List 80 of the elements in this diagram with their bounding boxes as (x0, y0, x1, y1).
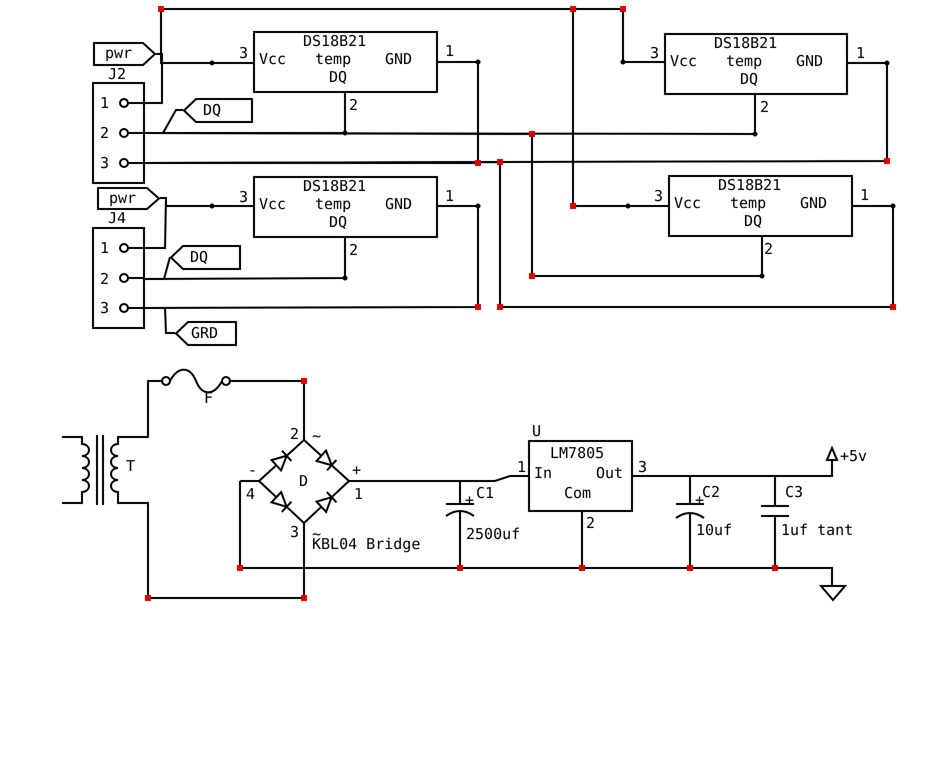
reference-designator: C2 (702, 484, 720, 501)
pin-mark: - (248, 462, 258, 479)
pin-number: 3 (100, 300, 110, 317)
pin-number: 1 (100, 95, 110, 112)
component-value: 2500uf (466, 526, 520, 543)
pin-name: DQ (740, 71, 758, 88)
component-value: 1uf tant (781, 522, 854, 539)
wire (774, 468, 833, 490)
net-label: DQ (190, 249, 208, 266)
pin-name: GND (796, 53, 824, 70)
pin-name: GND (385, 196, 412, 213)
net-label: GRD (191, 325, 218, 342)
part-number: DS18B21 (714, 35, 778, 52)
pin-number: 2 (349, 242, 358, 259)
pin-name: Com (564, 485, 592, 502)
pin-number: 3 (290, 524, 300, 541)
pin-number: 1 (860, 187, 870, 204)
wire (156, 8, 668, 207)
pin-name: GND (385, 51, 412, 68)
wire (145, 197, 168, 249)
pin-number: 4 (246, 486, 256, 503)
reference-designator: U (532, 423, 542, 440)
wire (233, 380, 305, 428)
reference-designator: C3 (785, 484, 804, 501)
reference-designator: D (299, 473, 308, 490)
wire (420, 480, 461, 484)
pin-name: DQ (744, 213, 762, 230)
pin-number: 1 (517, 459, 526, 476)
pin-name: DQ (329, 69, 348, 86)
net-label: pwr (105, 45, 132, 62)
pin-number: 2 (586, 515, 596, 532)
wire (147, 510, 305, 599)
pin-number: 3 (654, 188, 664, 205)
pin-name: Vcc (670, 53, 698, 70)
reference-designator: J4 (108, 210, 126, 227)
pin-number: 3 (239, 45, 248, 62)
reference-designator: T (126, 458, 136, 475)
part-number: LM7805 (550, 445, 604, 462)
pin-number: 2 (349, 97, 358, 114)
pin-number: 1 (354, 486, 364, 503)
pin-number: 3 (638, 459, 648, 476)
wire (145, 238, 346, 280)
pin-number: 1 (445, 43, 454, 60)
wire (459, 475, 528, 484)
pin-mark: + (352, 462, 362, 479)
pin-number: 1 (100, 240, 110, 257)
pin-number: 1 (445, 188, 454, 205)
part-number: DS18B21 (303, 33, 366, 50)
pin-number: 3 (239, 189, 248, 206)
net-label: pwr (109, 190, 136, 207)
pin-number: 3 (100, 155, 110, 172)
reference-designator: J2 (108, 66, 126, 83)
pin-number: 3 (650, 45, 660, 62)
pin-number: 2 (764, 241, 774, 258)
wire (145, 53, 163, 104)
pin-name: DQ (329, 214, 348, 231)
pin-name: GND (800, 195, 828, 212)
pin-name: temp (730, 195, 766, 212)
pin-number: 2 (100, 271, 110, 288)
pin-mark: ~ (312, 428, 322, 445)
reference-designator: C1 (476, 485, 494, 502)
part-number: DS18B21 (303, 178, 366, 195)
pin-number: 1 (856, 45, 866, 62)
wire (689, 475, 776, 490)
pin-name: Out (596, 465, 624, 482)
pin-name: temp (315, 51, 352, 68)
component-value: 10uf (696, 522, 732, 539)
pin-name: temp (315, 196, 352, 213)
pin-number: 2 (760, 99, 770, 116)
pin-name: temp (726, 53, 762, 70)
net-label: +5v (840, 448, 868, 465)
part-number: DS18B21 (718, 177, 782, 194)
pin-name: Vcc (674, 195, 702, 212)
pin-name: Vcc (259, 51, 286, 68)
pin-number: 2 (290, 426, 300, 443)
pin-name: Vcc (259, 196, 286, 213)
pin-name: In (534, 465, 552, 482)
net-label: DQ (203, 102, 222, 119)
wire (147, 380, 160, 430)
pin-number: 2 (100, 125, 110, 142)
